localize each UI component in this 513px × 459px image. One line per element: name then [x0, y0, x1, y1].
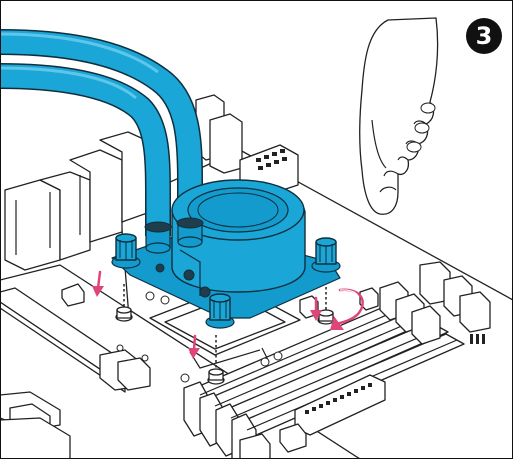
illustration-canvas: 3 [0, 0, 513, 459]
diagram-frame [0, 0, 513, 459]
